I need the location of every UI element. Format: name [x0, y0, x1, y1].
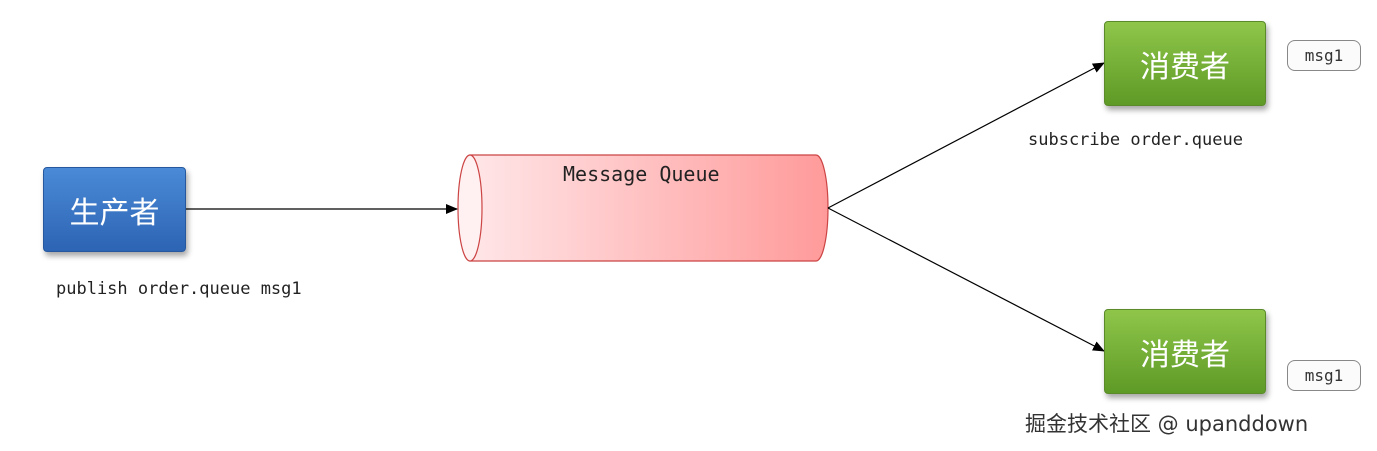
producer-node: 生产者	[43, 167, 186, 252]
consumer-label-2: 消费者	[1140, 337, 1230, 373]
message-badge-2: msg1	[1287, 360, 1361, 391]
subscribe-arrow-bottom	[827, 207, 1105, 352]
consumer-node-1: 消费者	[1104, 21, 1266, 106]
consumer-label-1: 消费者	[1140, 49, 1230, 85]
publish-command-label: publish order.queue msg1	[56, 279, 302, 299]
consumer-node-2: 消费者	[1104, 309, 1266, 394]
subscribe-command-label: subscribe order.queue	[1028, 130, 1243, 150]
queue-label: Message Queue	[563, 162, 720, 186]
message-queue	[457, 154, 829, 262]
subscribe-arrow-top	[827, 62, 1105, 209]
watermark: 掘金技术社区 @ upanddown	[1025, 412, 1309, 436]
producer-label: 生产者	[69, 195, 160, 231]
message-badge-1: msg1	[1287, 40, 1361, 71]
